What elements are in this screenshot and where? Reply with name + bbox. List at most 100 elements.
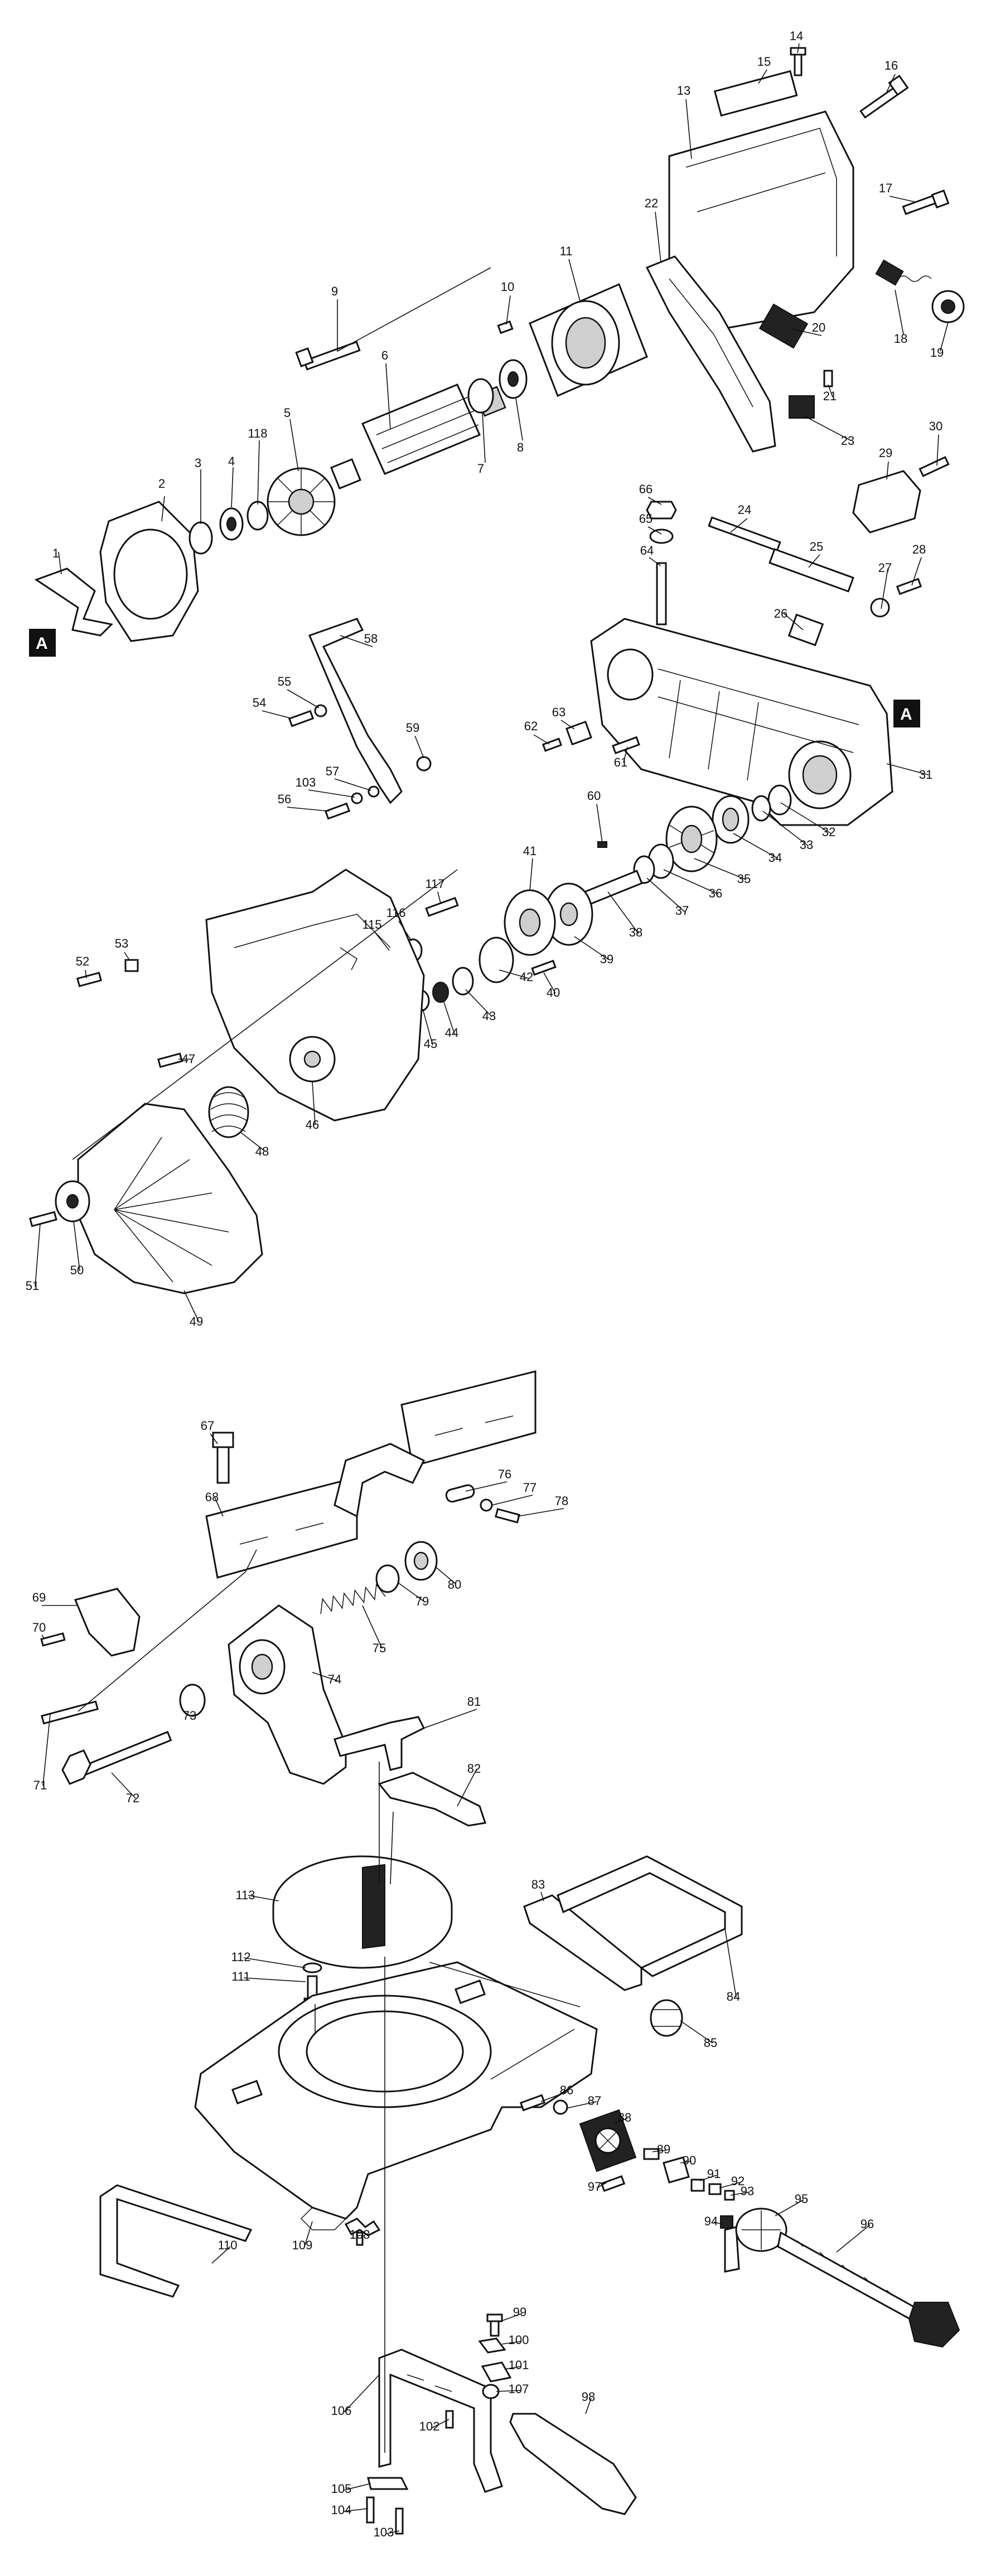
part-16-bolt	[859, 74, 909, 119]
part-72-bolt	[61, 1730, 172, 1785]
part-41-flange	[504, 889, 556, 956]
part-label-55: 55	[278, 675, 291, 688]
marker-a-left	[29, 629, 56, 657]
part-label-34: 34	[768, 851, 782, 865]
part-48-spring	[208, 1086, 249, 1138]
part-79-washer	[375, 1564, 400, 1593]
part-label-105: 105	[331, 2482, 352, 2496]
part-54-screw	[288, 710, 315, 727]
part-103-washer	[351, 792, 363, 804]
part-57-washer	[368, 785, 380, 798]
part-118-washer	[246, 501, 269, 531]
part-113-turntable	[272, 1855, 453, 1969]
part-label-103a: 103	[296, 775, 316, 789]
part-label-57: 57	[326, 764, 339, 778]
part-label-91: 91	[707, 2167, 721, 2181]
part-82-plate	[378, 1772, 486, 1827]
marker-a-left-text: A	[36, 634, 48, 653]
part-label-45: 45	[424, 1037, 437, 1051]
part-80-knob	[404, 1541, 438, 1581]
part-label-58: 58	[364, 632, 378, 646]
part-label-6: 6	[381, 348, 388, 362]
part-label-68: 68	[205, 1490, 219, 1504]
part-29-block	[852, 470, 921, 533]
part-33-ring	[751, 795, 771, 822]
part-label-22: 22	[645, 196, 658, 210]
part-label-37: 37	[675, 904, 689, 918]
part-label-83: 83	[531, 1878, 545, 1891]
part-109-base	[194, 1961, 598, 2230]
part-65-washer	[649, 528, 674, 544]
lower-assembly	[40, 1370, 960, 2535]
part-label-35: 35	[737, 872, 751, 886]
part-75-spring	[320, 1583, 386, 1614]
part-78-screw	[495, 1508, 520, 1524]
part-label-43: 43	[482, 1009, 496, 1023]
part-label-102: 102	[419, 2419, 440, 2433]
part-90-lock	[663, 2156, 690, 2184]
part-83-sub-fence	[523, 1894, 642, 1991]
part-label-7: 7	[477, 462, 484, 476]
part-label-21: 21	[823, 389, 837, 403]
part-98-handle	[509, 2413, 637, 2515]
part-4-bore	[226, 517, 236, 531]
part-26-block	[787, 613, 824, 647]
part-label-2: 2	[158, 477, 165, 491]
part-label-15: 15	[757, 55, 771, 69]
part-label-28: 28	[912, 542, 926, 556]
part-88-plate	[579, 2109, 637, 2172]
part-63-block	[566, 720, 592, 746]
part-46-blade-guard	[205, 869, 425, 1122]
part-label-92: 92	[731, 2174, 745, 2188]
part-11-field	[529, 283, 648, 397]
part-25-shaft	[768, 548, 854, 593]
part-label-5: 5	[284, 406, 291, 420]
part-31-arm	[590, 618, 893, 826]
part-label-77: 77	[523, 1481, 536, 1495]
part-3-ring	[188, 521, 213, 555]
part-label-44: 44	[445, 1026, 458, 1040]
part-label-20: 20	[812, 321, 825, 334]
part-label-27: 27	[878, 561, 892, 575]
part-label-103b: 103	[374, 2525, 394, 2539]
part-label-76: 76	[498, 1467, 511, 1481]
part-label-97: 97	[588, 2180, 601, 2194]
part-label-84: 84	[727, 1990, 740, 2003]
part-label-56: 56	[278, 792, 291, 806]
part-label-23: 23	[841, 434, 854, 448]
part-66-nut	[646, 501, 677, 520]
part-117-bolt	[425, 896, 459, 917]
part-110-holder-rod	[99, 2184, 253, 2298]
part-32-bearing	[767, 784, 792, 816]
part-label-66: 66	[639, 482, 652, 496]
part-label-47: 47	[182, 1052, 195, 1066]
part-label-70: 70	[32, 1621, 46, 1634]
part-label-106: 106	[331, 2404, 352, 2418]
part-1-plate	[34, 567, 114, 637]
part-19-cap-center	[941, 299, 955, 314]
part-55-washer	[314, 704, 327, 717]
part-label-42: 42	[520, 970, 533, 984]
part-label-51: 51	[26, 1279, 39, 1293]
part-58-lever	[308, 618, 403, 804]
part-label-94: 94	[704, 2214, 718, 2228]
upper-assembly: A	[29, 43, 965, 1322]
part-label-104: 104	[331, 2503, 352, 2517]
part-label-113: 113	[235, 1888, 255, 1902]
part-85-knob	[650, 1999, 683, 2037]
part-87-washer	[553, 2099, 568, 2115]
part-8-bore	[508, 371, 519, 387]
part-77-washer	[480, 1498, 493, 1512]
part-5-fan	[267, 467, 336, 536]
part-2-opening	[113, 528, 188, 620]
part-86-screw	[519, 2094, 546, 2112]
part-84-holder-rod	[557, 1855, 743, 1977]
part-label-59: 59	[406, 721, 419, 735]
part-35-gear	[665, 806, 718, 872]
part-62-screw	[542, 738, 563, 752]
part-107-spring	[482, 2384, 500, 2399]
part-105-plate	[367, 2477, 409, 2490]
part-27-washer	[870, 598, 890, 618]
part-label-9: 9	[331, 284, 338, 298]
